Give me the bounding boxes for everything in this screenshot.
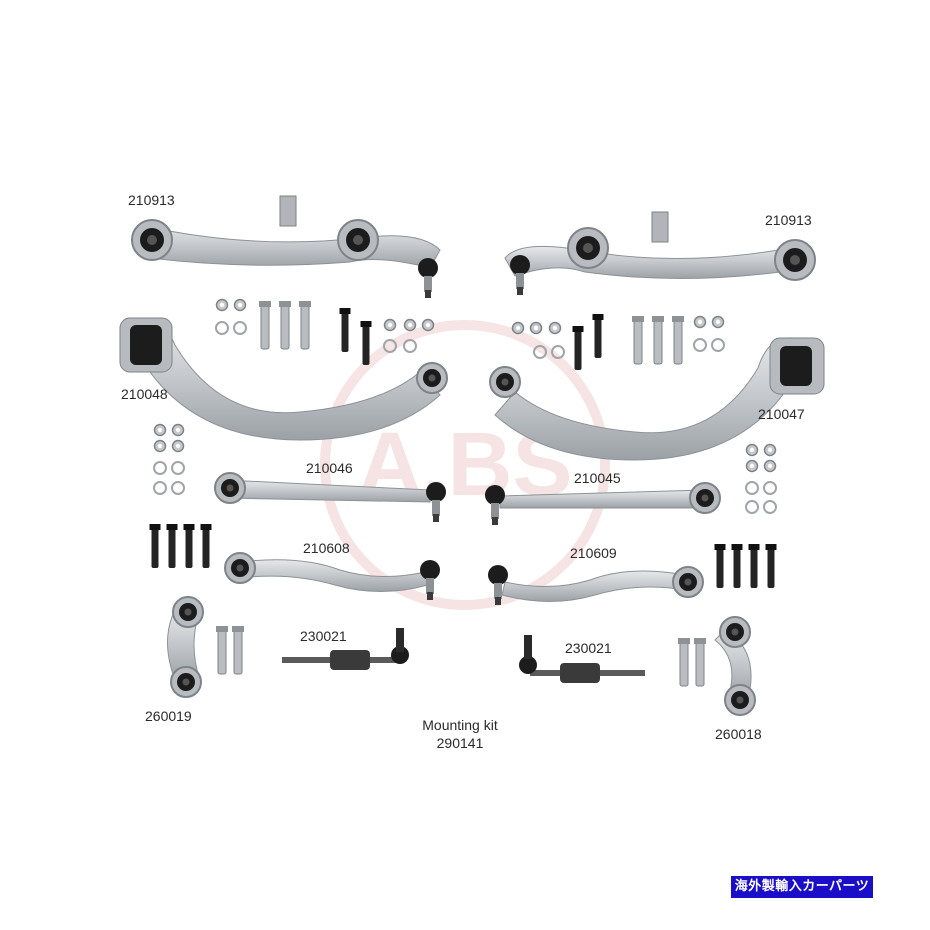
shop-banner: 海外製輸入カーパーツ [731, 876, 873, 898]
label-straight-arm-right: 210045 [574, 470, 621, 486]
label-straight-arm-left: 210046 [306, 460, 353, 476]
label-upper-arm-left: 210913 [128, 192, 175, 208]
bolts-top-left [258, 300, 372, 365]
wavy-arm-left [224, 552, 440, 600]
bolts-link-left [215, 625, 245, 675]
label-curved-arm-right: 210047 [758, 406, 805, 422]
bolts-top-right [572, 314, 685, 370]
upper-arm-left [131, 195, 441, 298]
stabilizer-link-right [714, 616, 756, 716]
tie-rod-right [519, 635, 645, 683]
stabilizer-link-left [167, 596, 204, 698]
label-curved-arm-left: 210048 [121, 386, 168, 402]
curved-arm-right [489, 337, 825, 461]
label-wavy-arm-left: 210608 [303, 540, 350, 556]
tie-rod-left [282, 628, 409, 670]
watermark-logo: A.BS [320, 320, 610, 610]
bolts-link-right [677, 637, 707, 687]
upper-arm-right [504, 211, 816, 295]
curved-arm-left [119, 317, 448, 441]
straight-arm-right [485, 482, 721, 525]
bolts-mid-left [149, 524, 212, 568]
mounting-kit-number: 290141 [436, 735, 484, 751]
label-tie-rod-right: 230021 [565, 640, 612, 656]
label-stabilizer-link-right: 260018 [715, 726, 762, 742]
bolts-mid-right [714, 544, 777, 588]
straight-arm-left [214, 472, 446, 522]
label-wavy-arm-right: 210609 [570, 545, 617, 561]
wavy-arm-right [488, 565, 704, 605]
mounting-kit-title: Mounting kit [422, 717, 498, 733]
label-tie-rod-left: 230021 [300, 628, 347, 644]
label-stabilizer-link-left: 260019 [145, 708, 192, 724]
label-upper-arm-right: 210913 [765, 212, 812, 228]
